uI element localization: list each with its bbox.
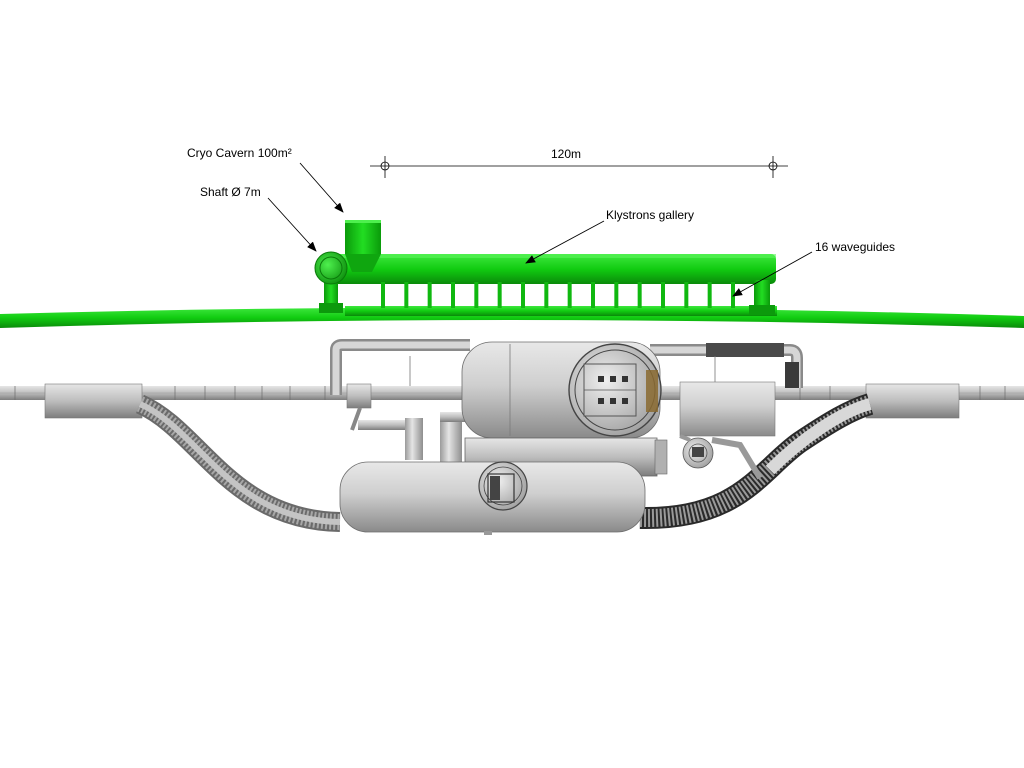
waveguide [637, 282, 642, 308]
dimension-120m [370, 156, 788, 178]
waveguide [497, 282, 502, 308]
waveguide [591, 282, 595, 308]
waveguide [707, 282, 712, 308]
waveguides-group [381, 282, 735, 308]
cryo-cavern-label: Cryo Cavern 100m² [187, 146, 292, 160]
shaft-arrow [267, 197, 317, 252]
klystrons-gallery-label: Klystrons gallery [606, 208, 694, 222]
cryo-cavern [345, 220, 381, 272]
waveguide [427, 282, 432, 308]
accelerator-machine [0, 339, 1024, 535]
waveguide [404, 282, 409, 308]
waveguide [661, 282, 665, 308]
gallery-end-pillar-foot [749, 305, 775, 315]
waveguide [521, 282, 525, 308]
waveguide [614, 282, 619, 308]
length-label: 120m [551, 147, 581, 161]
waveguide [544, 282, 549, 308]
waveguide [567, 282, 572, 308]
waveguide [381, 282, 385, 308]
waveguides-label: 16 waveguides [815, 240, 895, 254]
waveguide [451, 282, 455, 308]
klystrons-gallery-arrow [525, 220, 605, 264]
klystrons-gallery [332, 254, 777, 316]
shaft [314, 251, 348, 313]
waveguides-arrow [732, 251, 813, 297]
cryo-cavern-arrow [299, 162, 344, 213]
waveguide [474, 282, 479, 308]
waveguide [684, 282, 689, 308]
shaft-label: Shaft Ø 7m [200, 185, 261, 199]
